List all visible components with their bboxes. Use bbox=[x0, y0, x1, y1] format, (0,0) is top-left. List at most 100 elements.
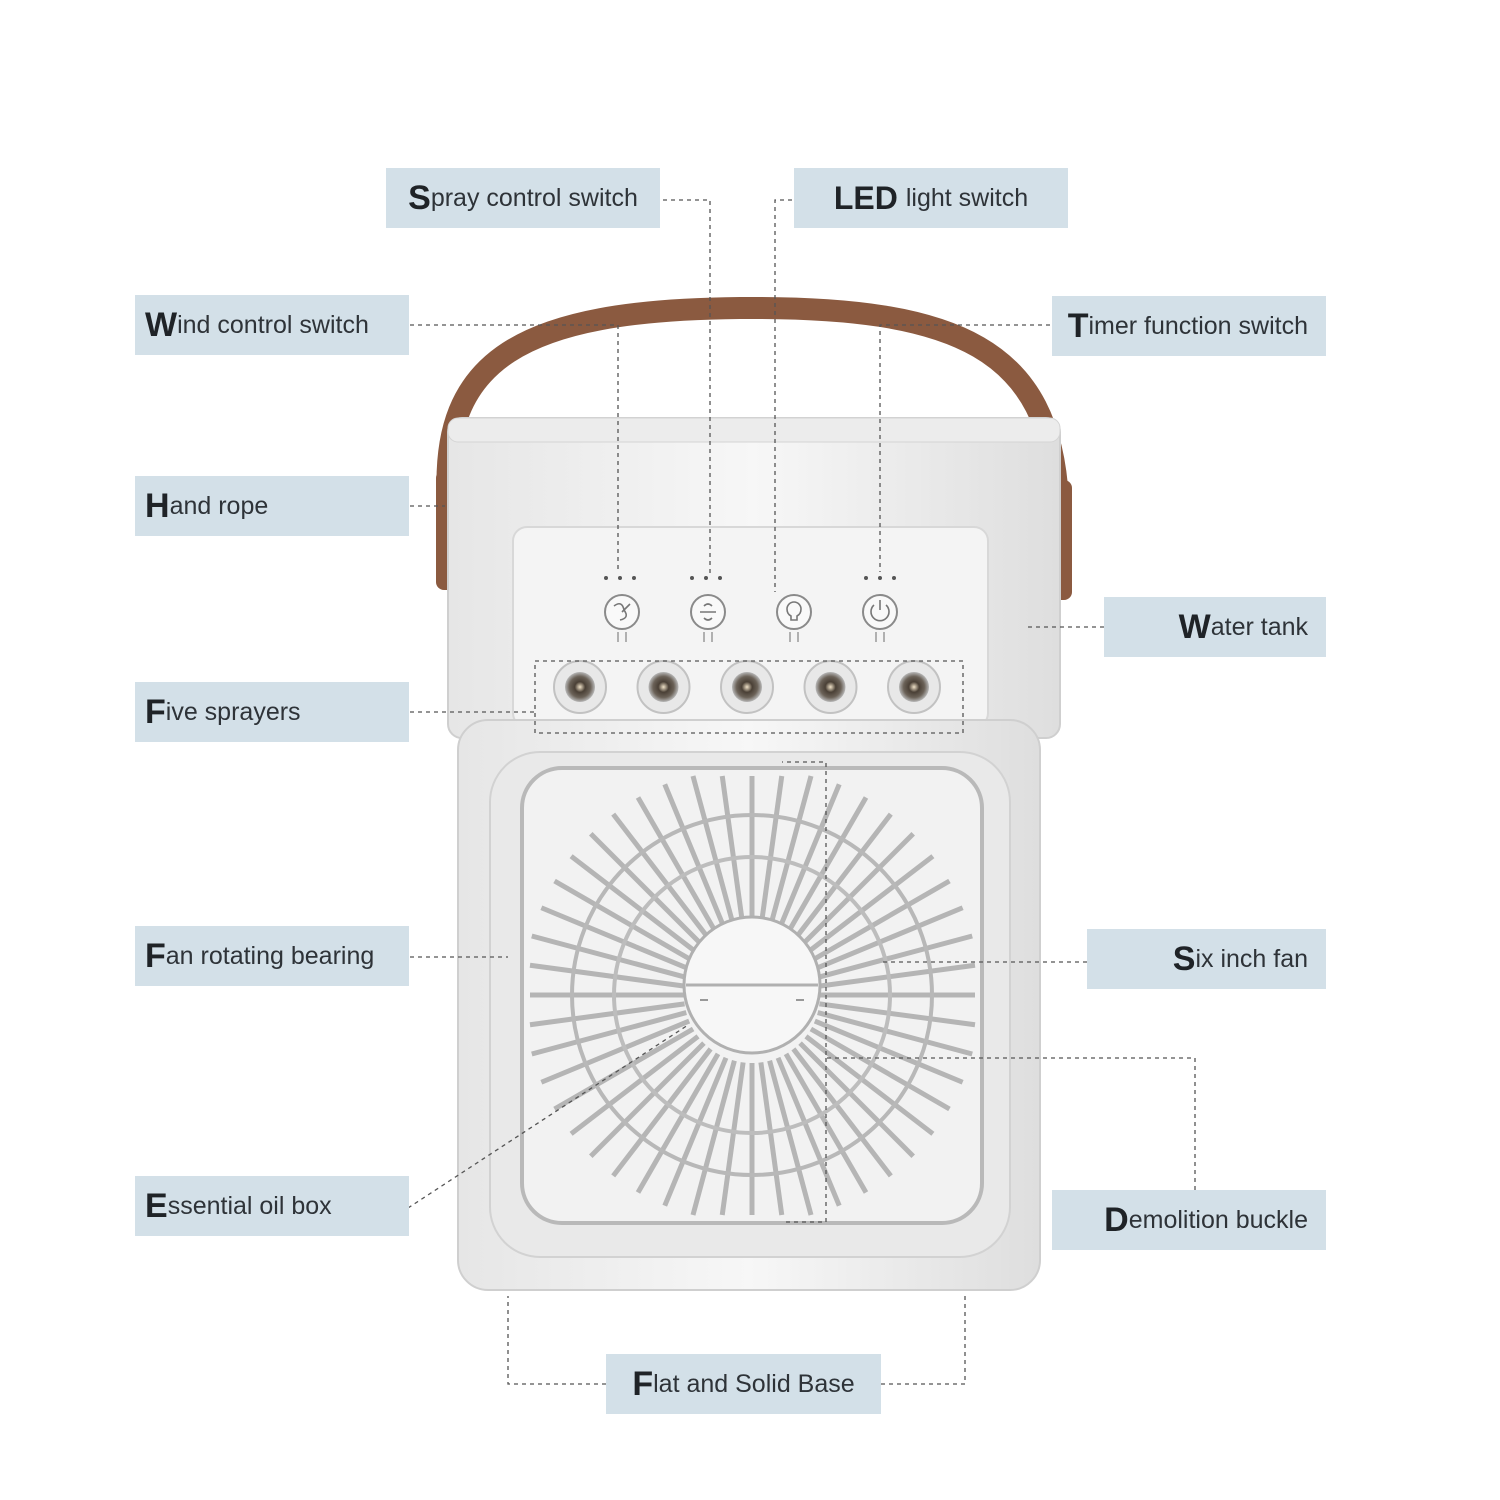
label-initial: W bbox=[145, 305, 178, 344]
grille-spoke bbox=[775, 1056, 842, 1207]
grille-spoke bbox=[819, 962, 976, 989]
grille-spoke bbox=[529, 1001, 685, 1028]
grille-spoke bbox=[775, 783, 842, 934]
grille-spoke bbox=[798, 832, 915, 949]
grille-spoke bbox=[798, 1041, 915, 1158]
label-text: lat and Solid Base bbox=[653, 1369, 855, 1398]
grille-spoke bbox=[804, 1034, 935, 1136]
label-initial: S bbox=[408, 178, 431, 217]
grille-spoke bbox=[758, 775, 785, 928]
tank-lid bbox=[447, 417, 1061, 443]
fan-ring-outer bbox=[570, 813, 934, 1177]
grille-spoke bbox=[804, 854, 935, 956]
grille-spoke bbox=[767, 775, 814, 930]
timer-power-icon bbox=[870, 600, 890, 622]
wind-icon bbox=[613, 602, 631, 621]
grille-spokes bbox=[529, 775, 976, 1216]
grille-spoke bbox=[529, 962, 685, 989]
label-initial: E bbox=[145, 1186, 168, 1225]
label-initial: F bbox=[632, 1364, 654, 1403]
led-button[interactable] bbox=[776, 594, 812, 630]
grille-spoke bbox=[690, 775, 737, 930]
grille-spoke bbox=[553, 1026, 695, 1112]
grille-spoke bbox=[540, 905, 691, 972]
grille-spoke bbox=[791, 812, 893, 943]
label-text: ind control switch bbox=[177, 310, 369, 339]
spray-icon bbox=[700, 603, 716, 621]
grille-spoke bbox=[819, 1001, 976, 1028]
grille-spoke bbox=[813, 905, 964, 972]
label-initial: T bbox=[1067, 306, 1089, 345]
label-initial: LED bbox=[833, 179, 898, 216]
label-initial: W bbox=[1178, 607, 1211, 646]
grille-spoke bbox=[817, 933, 973, 980]
grille-spoke bbox=[662, 783, 729, 934]
label-text: imer function switch bbox=[1088, 311, 1308, 340]
sprayer-row bbox=[553, 660, 941, 714]
timer-button[interactable] bbox=[862, 594, 898, 630]
grille-spoke bbox=[611, 812, 713, 943]
sprayer-nozzle-hole bbox=[732, 672, 762, 702]
grille-spoke bbox=[569, 1034, 700, 1136]
label-text: light switch bbox=[905, 183, 1029, 212]
label-text: ix inch fan bbox=[1195, 944, 1308, 973]
grille-spoke bbox=[553, 878, 695, 964]
label-initial: S bbox=[1172, 939, 1196, 978]
grille-spoke bbox=[589, 1041, 706, 1158]
grille-spoke bbox=[635, 796, 721, 938]
label-initial: F bbox=[145, 692, 166, 731]
grille-spoke bbox=[540, 1018, 691, 1085]
label-initial: F bbox=[145, 936, 166, 975]
grille-spoke bbox=[813, 1018, 964, 1085]
fan-ring-inner bbox=[612, 855, 892, 1135]
sprayer-nozzle-hole bbox=[899, 672, 929, 702]
grille-spoke bbox=[719, 1062, 746, 1216]
sprayer-nozzle-hole bbox=[565, 672, 595, 702]
hand-rope bbox=[436, 296, 1069, 511]
grille-spoke bbox=[531, 1010, 687, 1057]
led-bulb-icon bbox=[786, 601, 802, 621]
sprayer-nozzle-hole bbox=[815, 672, 846, 702]
grille-spoke bbox=[589, 832, 706, 949]
label-text: pray control switch bbox=[430, 183, 638, 212]
grille-spoke bbox=[635, 1052, 721, 1194]
label-text: and rope bbox=[169, 491, 269, 520]
grille-spoke bbox=[809, 878, 951, 964]
grille-spoke bbox=[611, 1047, 713, 1178]
grille-spoke bbox=[531, 933, 687, 980]
sprayer-nozzle-hole bbox=[648, 672, 679, 702]
label-text: emolition buckle bbox=[1128, 1205, 1308, 1234]
label-initial: D bbox=[1104, 1200, 1129, 1239]
grille-spoke bbox=[767, 1060, 814, 1216]
grille-spoke bbox=[758, 1062, 785, 1216]
label-initial: H bbox=[145, 486, 170, 525]
leader-lines bbox=[407, 199, 1196, 1385]
grille-spoke bbox=[719, 775, 746, 928]
grille-spoke bbox=[809, 1026, 951, 1112]
label-text: ater tank bbox=[1210, 612, 1308, 641]
grille-spoke bbox=[690, 1060, 737, 1216]
grille-spoke bbox=[791, 1047, 893, 1178]
label-text: ive sprayers bbox=[165, 697, 301, 726]
label-text: ssential oil box bbox=[167, 1191, 332, 1220]
grille-spoke bbox=[817, 1010, 973, 1057]
grille-spoke bbox=[783, 796, 869, 938]
label-text: an rotating bearing bbox=[165, 941, 375, 970]
grille-spoke bbox=[662, 1056, 729, 1207]
grille-spoke bbox=[569, 854, 700, 956]
indicator-dots bbox=[604, 576, 896, 580]
